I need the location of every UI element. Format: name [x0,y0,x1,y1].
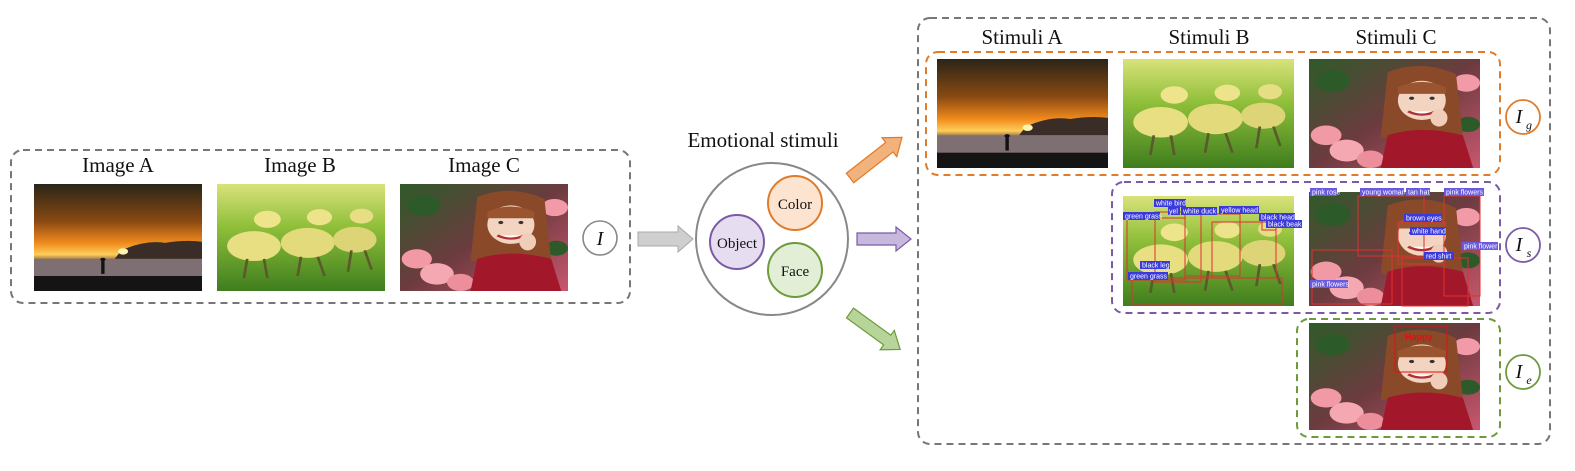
global-symbol: I [1515,106,1524,128]
color-node-label: Color [778,197,812,213]
input-symbol-circle [582,220,618,256]
arrow-input-to-stimuli [637,224,694,254]
face-subscript: e [1526,373,1532,387]
stimuli-c-object-image [1307,190,1482,308]
tag-c-1: young woman [1362,190,1406,197]
stimuli-hub-title: Emotional stimuli [687,128,838,152]
tag-c-8: pink flowers [1312,282,1349,289]
tag-c-5: white hand [1411,229,1446,236]
global-symbol-circle [1505,99,1541,135]
tag-c-2: tan hat [1408,190,1429,197]
tag-c-0: pink rose [1312,190,1341,197]
arrow-to-global [845,136,903,184]
face-row-border [1296,318,1501,438]
object-tags-c: pink rose young woman tan hat pink flowe… [1310,188,1498,289]
input-symbol: I [596,228,605,250]
object-tags-b: white bird yel white duck yellow head gr… [1123,199,1302,281]
arrow-to-face [845,307,901,351]
face-symbol: I [1515,361,1524,383]
color-node [767,175,823,231]
face-node [767,242,823,298]
stimuli-b-global-image [1121,57,1296,170]
image-c-label: Image C [448,153,520,177]
tag-b-8: green grass [1130,274,1167,281]
semantic-symbol-circle [1505,227,1541,263]
semantic-symbol: I [1515,234,1524,256]
input-panel-border [10,149,631,304]
image-b-goslings [215,182,387,293]
image-a-label: Image A [82,153,155,177]
global-subscript: g [1526,118,1532,132]
tag-c-6: pink flower [1464,244,1498,251]
face-node-label: Face [781,264,810,280]
arrow-to-object [856,225,912,253]
tag-c-4: brown eyes [1406,216,1442,223]
face-box [1394,325,1448,373]
image-a-sunset [34,184,202,291]
global-row-border [925,51,1501,176]
tag-b-0: white bird [1155,201,1186,208]
tag-b-1: yel [1169,209,1178,216]
stimuli-a-global-image [937,59,1108,168]
stimuli-a-label: Stimuli A [981,25,1063,49]
tag-b-2: white duck [1182,209,1217,216]
tag-b-4: green grass [1125,214,1162,221]
stimuli-b-label: Stimuli B [1168,25,1249,49]
semantic-row-border [1111,181,1501,314]
object-node-label: Object [717,236,758,252]
tag-b-7: black leg [1142,263,1170,270]
face-symbol-circle [1505,354,1541,390]
stimuli-c-global-image [1307,57,1482,170]
tag-b-3: yellow head [1221,208,1258,215]
tag-b-6: black beak [1268,222,1302,229]
tag-c-3: pink flowers [1446,190,1483,197]
semantic-subscript: s [1527,246,1532,260]
output-panel-border [917,17,1551,445]
tag-b-5: black head [1261,215,1295,222]
image-b-label: Image B [264,153,336,177]
face-emotion-tag: Happy [1405,332,1433,342]
image-c-portrait [398,182,570,293]
tag-c-7: red shirt [1426,254,1451,261]
stimuli-c-label: Stimuli C [1355,25,1436,49]
object-node [709,214,765,270]
